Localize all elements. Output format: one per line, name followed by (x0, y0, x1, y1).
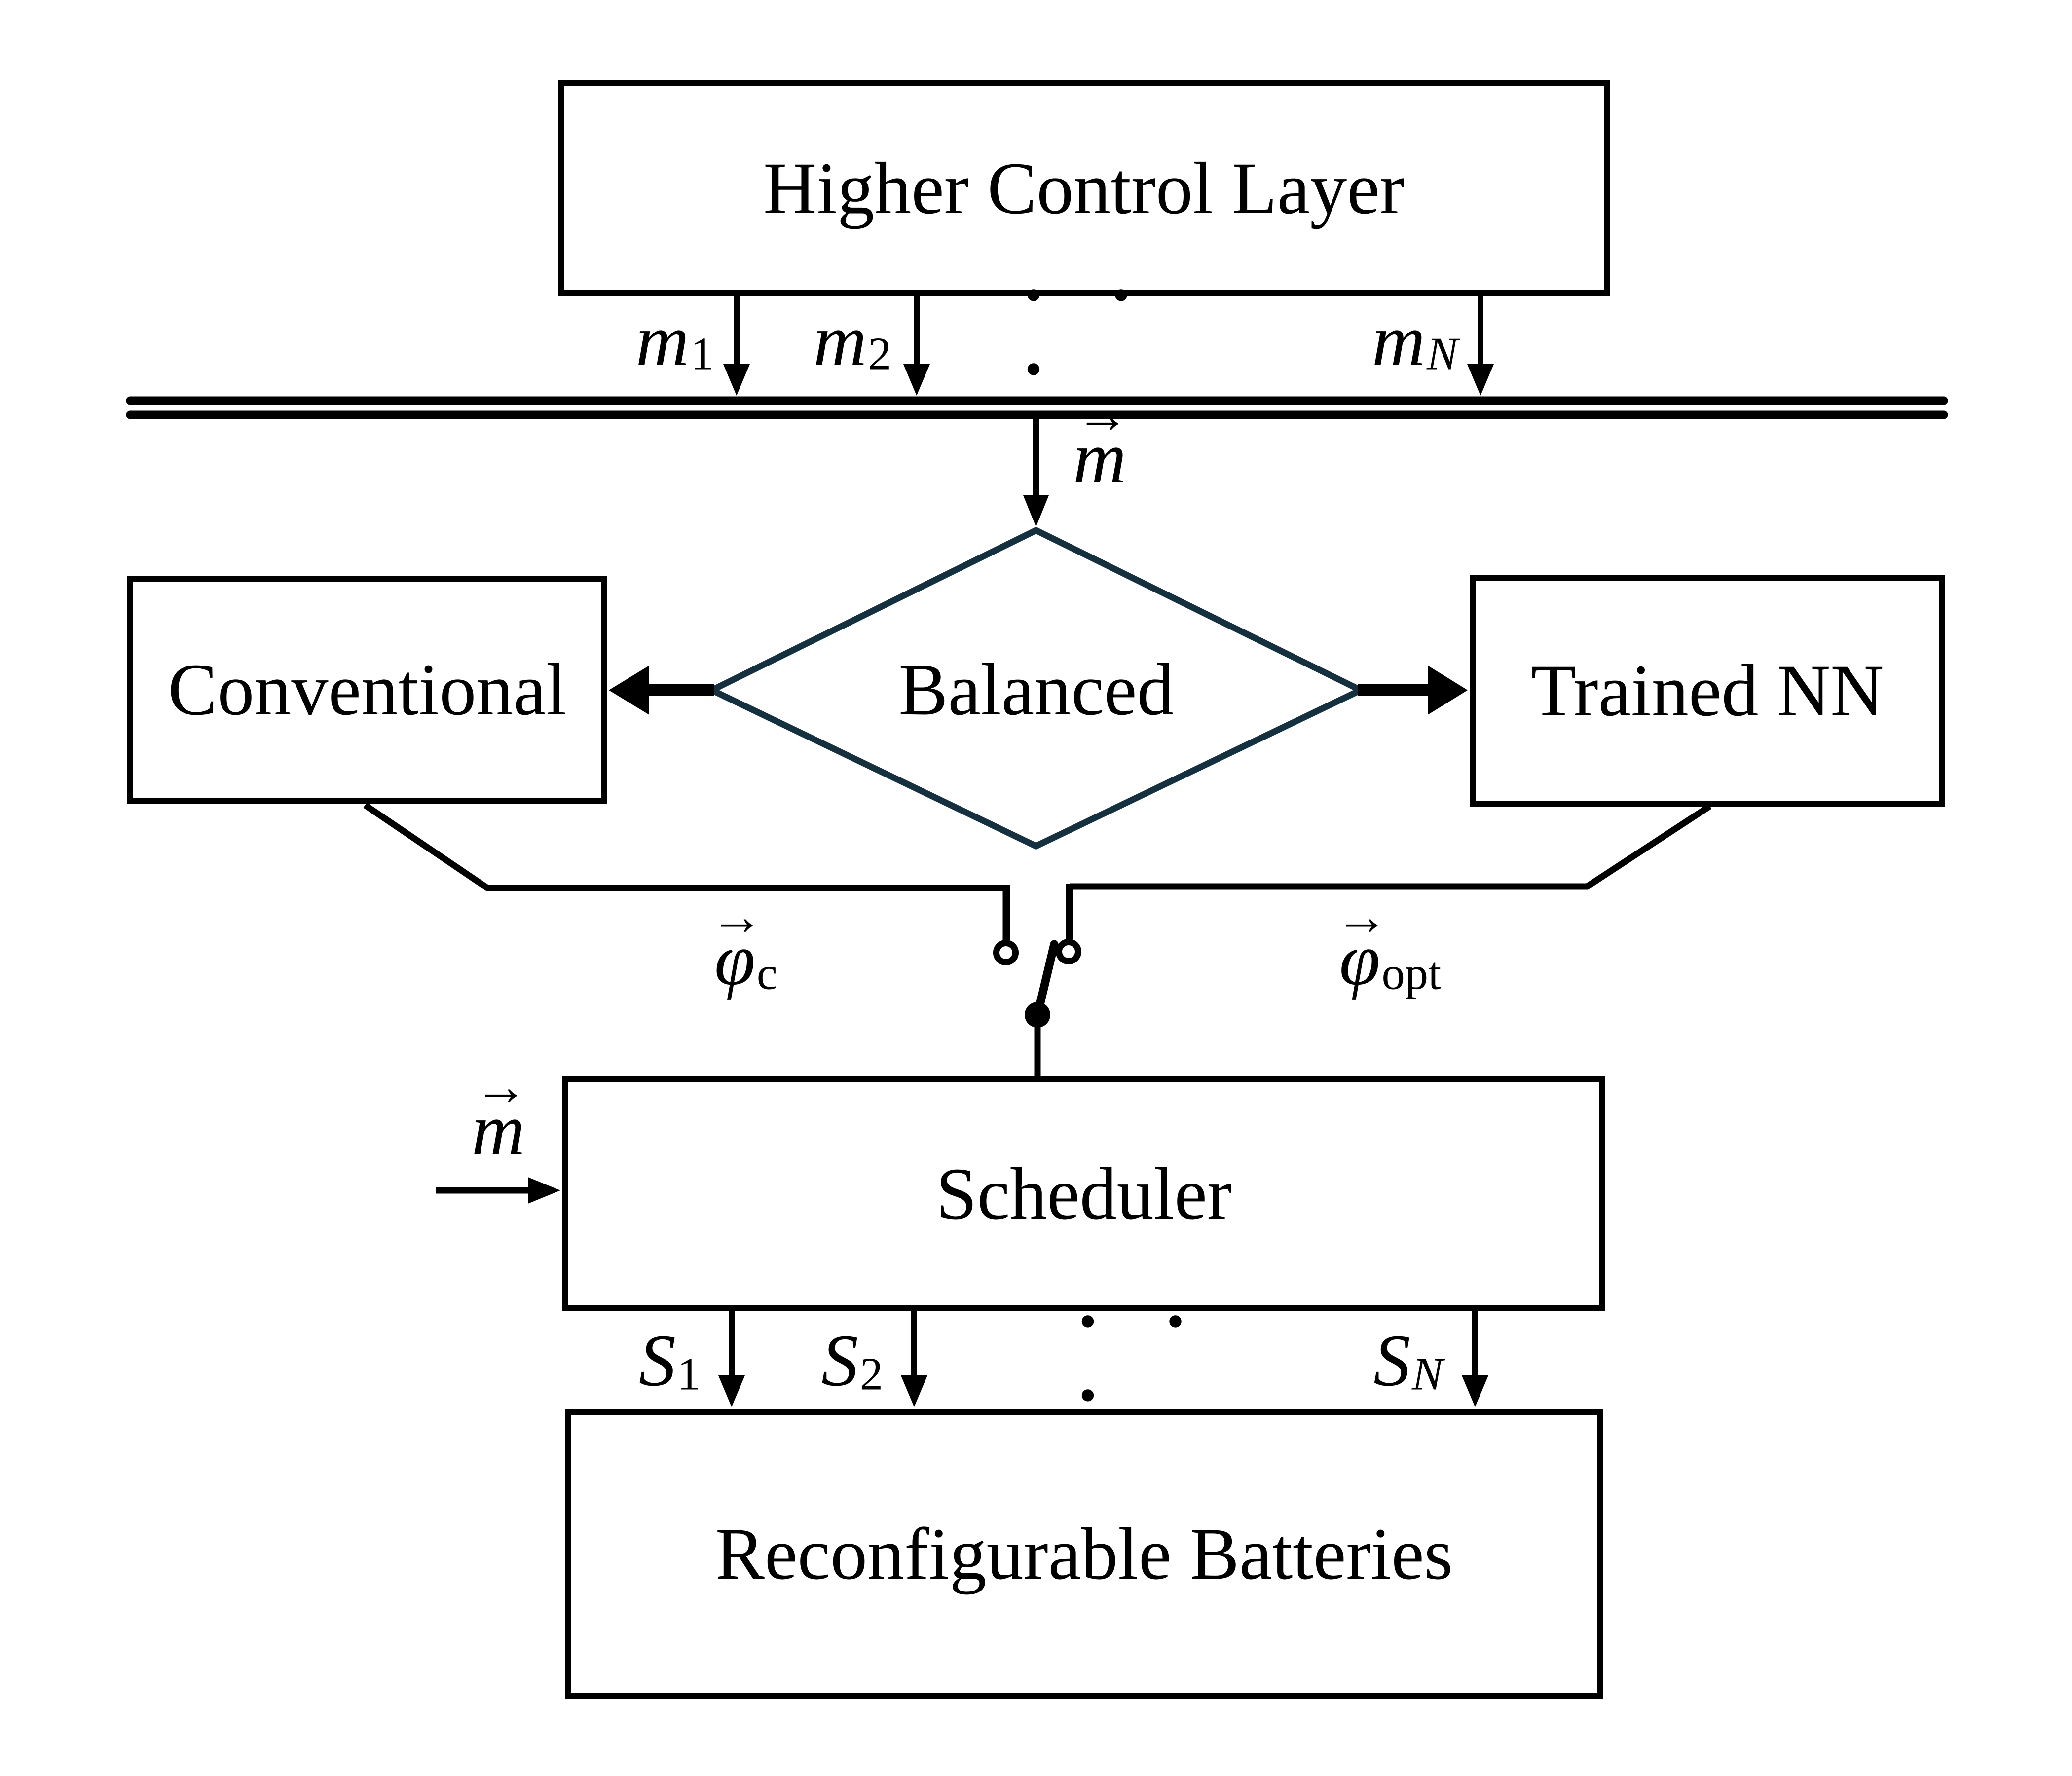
s1-arrow (718, 1311, 745, 1407)
ellipsis-bottom: · · · (1075, 1280, 1210, 1436)
label-m-vector-scheduler: →m (471, 1058, 528, 1171)
scheduler-box: Scheduler (562, 1076, 1605, 1311)
higher-control-layer-box: Higher Control Layer (558, 80, 1610, 296)
vector-arrow-icon: → (474, 1058, 528, 1117)
switch-lever (1034, 940, 1059, 1017)
switch-pivot-dot (1025, 1002, 1050, 1028)
arrow-to-trained-nn (1358, 666, 1468, 715)
vector-arrow-icon: → (710, 888, 764, 947)
s2-arrow (901, 1311, 927, 1407)
label-phi-c: →φ c (710, 888, 777, 1000)
vector-arrow-icon: → (1335, 888, 1389, 947)
trained-nn-label: Trained NN (1531, 650, 1884, 732)
balanced-diamond-label: Balanced (898, 648, 1174, 731)
switch-right-contact (1056, 939, 1081, 964)
arrow-to-conventional (609, 666, 714, 715)
m1-arrow (723, 296, 750, 396)
selector-switch (1025, 940, 1059, 1078)
sN-arrow (1462, 1311, 1488, 1407)
scheduler-label: Scheduler (936, 1152, 1232, 1235)
reconfigurable-batteries-box: Reconfigurable Batteries (565, 1409, 1603, 1699)
label-phi-opt: →φ opt (1335, 888, 1442, 1000)
m-vector-arrow-to-diamond (1023, 419, 1049, 527)
label-m-vector-bus: →m (1073, 386, 1129, 499)
vector-arrow-icon: → (1075, 386, 1129, 445)
mN-arrow (1467, 296, 1494, 396)
m2-arrow (903, 296, 930, 396)
ellipsis-top: · · · (1021, 254, 1156, 410)
reconfigurable-batteries-label: Reconfigurable Batteries (715, 1513, 1453, 1595)
switch-left-contact (993, 940, 1019, 965)
trained-nn-box: Trained NN (1470, 575, 1945, 807)
m-vector-arrow-to-scheduler (436, 1177, 560, 1204)
higher-control-layer-label: Higher Control Layer (763, 147, 1405, 229)
conventional-label: Conventional (168, 649, 567, 731)
conventional-box: Conventional (127, 576, 607, 804)
